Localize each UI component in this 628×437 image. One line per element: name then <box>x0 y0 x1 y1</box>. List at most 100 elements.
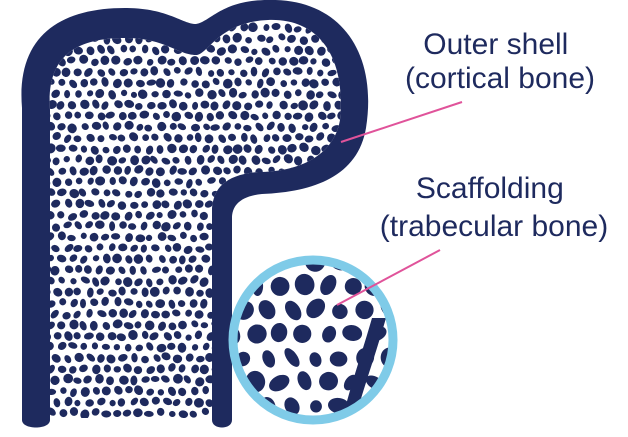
trabecula <box>339 420 347 428</box>
trabecula <box>156 145 163 154</box>
trabecula <box>145 187 156 199</box>
trabecula <box>178 321 187 330</box>
trabecula <box>184 155 192 165</box>
trabecula <box>184 91 193 100</box>
trabecula <box>172 420 183 429</box>
trabecula <box>194 418 206 430</box>
trabecula <box>156 364 165 374</box>
trabecula <box>139 110 150 120</box>
trabecula <box>53 419 60 427</box>
trabecula <box>273 221 282 230</box>
trabecula <box>188 409 198 419</box>
trabecula-closeup <box>378 397 400 418</box>
trabecula <box>245 55 255 64</box>
trabecula <box>92 254 101 262</box>
trabecula <box>270 88 280 99</box>
trabecula <box>160 199 171 210</box>
trabecula <box>69 298 79 309</box>
trabecula <box>80 275 92 285</box>
trabecula <box>283 242 293 252</box>
trabecula <box>68 187 81 200</box>
trabecula <box>221 121 233 132</box>
trabecula <box>195 66 203 77</box>
trabecula <box>150 66 158 76</box>
trabecula <box>156 54 168 66</box>
trabecula <box>198 276 211 289</box>
trabecula <box>122 77 134 89</box>
trabecula <box>327 69 338 77</box>
trabecula <box>238 418 250 429</box>
trabecula <box>298 190 309 199</box>
trabecula <box>276 231 288 241</box>
trabecula <box>69 320 78 330</box>
trabecula <box>113 410 122 417</box>
trabecula <box>62 133 72 144</box>
trabecula <box>288 209 298 219</box>
trabecula <box>101 164 113 176</box>
trabecula <box>111 212 121 221</box>
trabecula <box>273 419 282 429</box>
trabecula <box>103 189 111 197</box>
trabecula <box>277 122 286 132</box>
trabecula <box>132 384 145 397</box>
trabecula <box>184 333 193 342</box>
trabecula <box>119 308 128 318</box>
trabecula <box>127 308 138 319</box>
trabecula <box>131 353 138 363</box>
trabecula <box>168 275 177 285</box>
trabecula <box>92 386 102 396</box>
trabecula <box>248 266 258 275</box>
trabecula <box>167 234 178 243</box>
trabecula <box>111 233 120 240</box>
trabecula <box>118 374 130 386</box>
trabecula <box>100 296 110 307</box>
trabecula <box>78 363 89 373</box>
trabecula <box>329 244 336 253</box>
trabecula <box>181 197 194 210</box>
trabecula <box>183 221 192 231</box>
trabecula <box>108 419 116 428</box>
trabecula <box>145 299 155 309</box>
trabecula <box>238 91 248 100</box>
trabecula <box>140 244 148 253</box>
trabecula <box>184 352 195 363</box>
trabecula <box>177 100 189 112</box>
trabecula <box>217 133 228 144</box>
trabecula <box>108 242 117 252</box>
trabecula <box>256 78 265 89</box>
trabecula <box>277 56 289 68</box>
trabecula <box>114 297 121 307</box>
trabecula <box>303 201 314 209</box>
trabecula <box>207 89 218 100</box>
trabecula <box>75 199 84 208</box>
trabecula <box>119 68 129 77</box>
trabecula <box>155 299 166 309</box>
trabecula <box>150 177 162 189</box>
trabecula <box>168 254 179 265</box>
trabecula <box>135 234 145 242</box>
trabecula <box>257 34 267 42</box>
trabecula <box>162 110 171 119</box>
trabecula <box>133 189 143 199</box>
trabecula <box>83 244 94 254</box>
trabecula <box>72 331 82 341</box>
trabecula <box>132 253 144 265</box>
trabecula <box>187 166 198 177</box>
trabecula <box>232 143 244 155</box>
trabecula <box>136 88 149 101</box>
trabecula <box>157 388 165 396</box>
trabecula <box>102 386 111 395</box>
trabecula <box>171 156 180 165</box>
trabecula <box>189 273 201 285</box>
trabecula <box>200 79 211 89</box>
trabecula <box>261 112 269 120</box>
trabecula <box>99 209 111 221</box>
trabecula <box>130 68 139 76</box>
trabecula <box>195 245 205 253</box>
trabecula <box>190 319 200 329</box>
trabecula <box>111 121 123 133</box>
trabecula <box>209 101 219 112</box>
trabecula <box>202 122 211 131</box>
trabecula <box>161 419 170 428</box>
outer-shell-label-line2: (cortical bone) <box>405 62 595 95</box>
